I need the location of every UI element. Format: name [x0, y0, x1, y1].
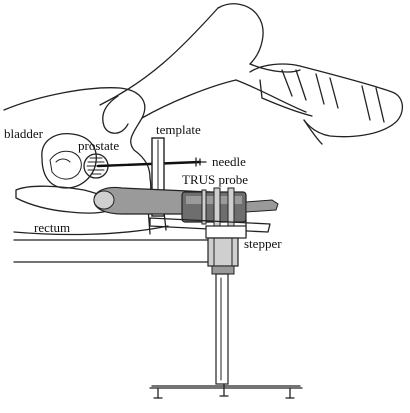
- patient-table: [13, 239, 219, 263]
- label-prostate: prostate: [78, 138, 119, 153]
- stepper-unit: [149, 217, 271, 275]
- label-rectum: rectum: [34, 220, 70, 235]
- label-trus-probe: TRUS probe: [182, 172, 248, 187]
- label-stepper: stepper: [244, 236, 282, 251]
- needle: [96, 157, 207, 168]
- stand-column: [149, 273, 303, 399]
- label-needle: needle: [212, 154, 246, 169]
- label-template: template: [156, 122, 201, 137]
- foot-stirrup: [249, 63, 403, 145]
- trus-probe: [93, 186, 279, 237]
- label-bladder: bladder: [4, 126, 44, 141]
- patient-body-outline: [3, 3, 307, 236]
